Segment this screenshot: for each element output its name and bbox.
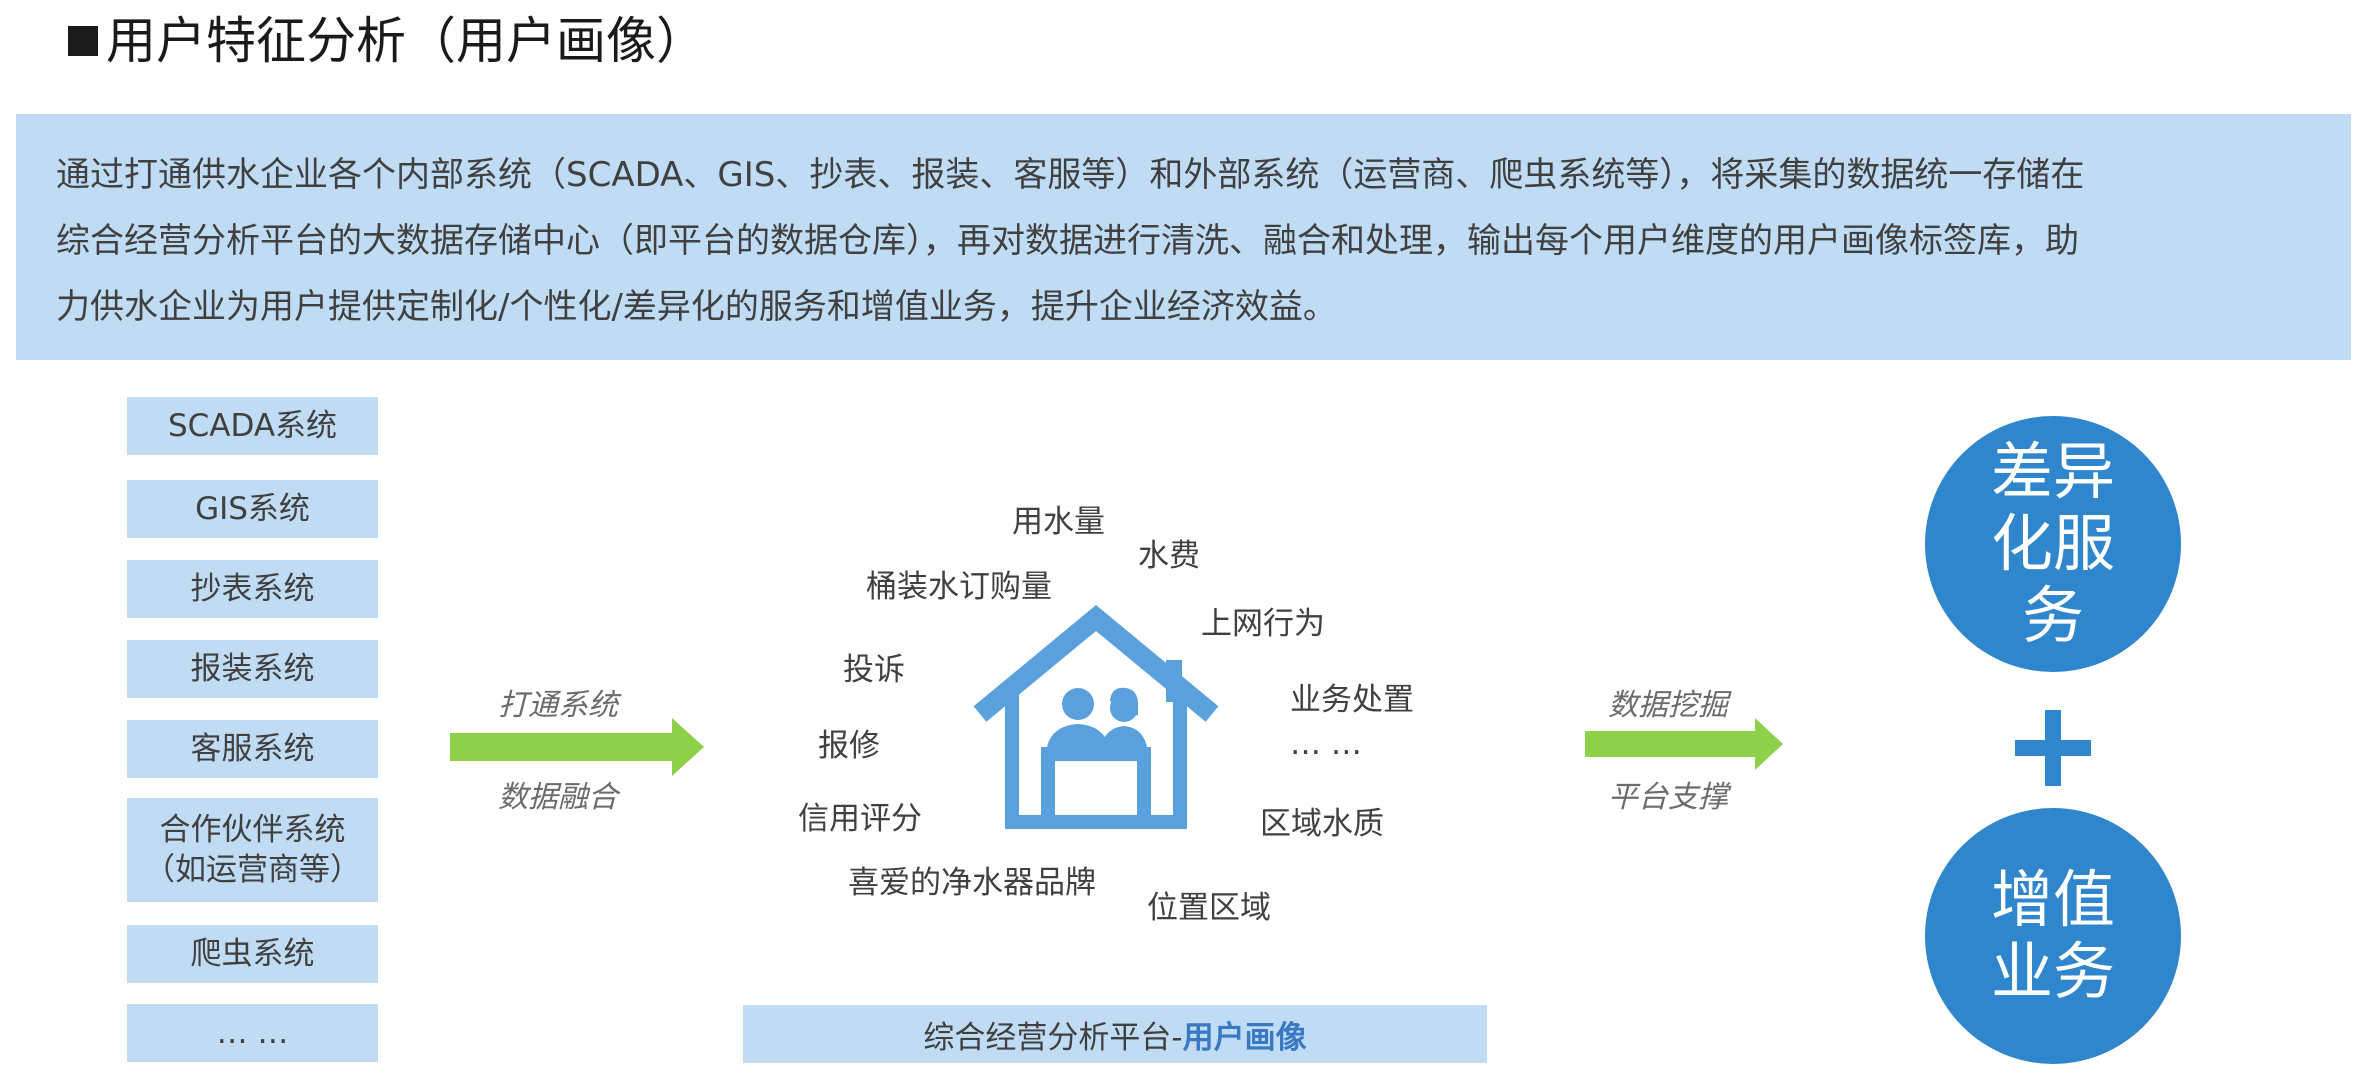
plus-icon: [2015, 710, 2091, 786]
tag-online-behavior: 上网行为: [1201, 606, 1325, 642]
system-box-partner: 合作伙伴系统 （如运营商等）: [127, 798, 378, 902]
tag-repair: 报修: [818, 728, 880, 764]
circle-top-line-2: 化服: [1990, 507, 2115, 580]
right-arrow-icon: [1585, 718, 1783, 770]
platform-highlight: 用户画像: [1182, 1019, 1307, 1056]
right-arrow-bottom-label: 平台支撑: [1608, 780, 1728, 815]
system-label: GIS系统: [195, 491, 310, 527]
system-box-meter-reading: 抄表系统: [127, 560, 378, 618]
circle-bottom-line-2: 业务: [1990, 935, 2115, 1008]
tag-water-fee: 水费: [1138, 538, 1200, 574]
circle-bottom-line-1: 增值: [1990, 863, 2115, 936]
left-arrow-bottom-label: 数据融合: [498, 780, 618, 815]
tag-credit-score: 信用评分: [798, 801, 922, 837]
tag-ellipsis: … …: [1290, 726, 1362, 762]
system-label: … …: [216, 1015, 289, 1051]
system-box-installation: 报装系统: [127, 640, 378, 698]
right-arrow-top-label: 数据挖掘: [1608, 688, 1728, 723]
house-users-icon: [973, 605, 1219, 829]
tag-regional-water-quality: 区域水质: [1260, 806, 1384, 842]
description-line-1: 通过打通供水企业各个内部系统（SCADA、GIS、抄表、报装、客服等）和外部系统…: [56, 155, 2085, 195]
system-label: 爬虫系统: [190, 936, 315, 972]
platform-prefix: 综合经营分析平台-: [923, 1019, 1183, 1056]
description-line-3: 力供水企业为用户提供定制化/个性化/差异化的服务和增值业务，提升企业经济效益。: [56, 287, 1337, 327]
system-label: 报装系统: [190, 651, 315, 687]
tag-barreled-water: 桶装水订购量: [866, 569, 1052, 605]
circle-top-line-3: 务: [2021, 579, 2084, 652]
tag-business-handling: 业务处置: [1290, 682, 1414, 718]
circle-top-line-1: 差异: [1990, 435, 2115, 508]
title-square-bullet: [68, 26, 98, 56]
tag-favorite-purifier: 喜爱的净水器品牌: [848, 865, 1096, 901]
page-title: 用户特征分析（用户画像）: [68, 6, 706, 76]
description-line-2: 综合经营分析平台的大数据存储中心（即平台的数据仓库），再对数据进行清洗、融合和处…: [56, 221, 2079, 261]
system-box-customer-service: 客服系统: [127, 720, 378, 778]
circle-value-added-business: 增值 业务: [1925, 808, 2181, 1064]
system-label-line-1: 合作伙伴系统: [159, 812, 346, 848]
left-arrow-icon: [450, 718, 704, 776]
system-label: SCADA系统: [167, 408, 338, 444]
platform-bar: 综合经营分析平台-用户画像: [743, 1005, 1487, 1063]
tag-complaint: 投诉: [843, 652, 905, 688]
tag-water-usage: 用水量: [1012, 504, 1105, 540]
system-box-gis: GIS系统: [127, 480, 378, 538]
system-box-crawler: 爬虫系统: [127, 925, 378, 983]
tag-location-area: 位置区域: [1147, 890, 1271, 926]
system-box-scada: SCADA系统: [127, 397, 378, 455]
system-label-line-2: （如运营商等）: [144, 852, 361, 888]
system-label: 客服系统: [190, 731, 315, 767]
system-box-more: … …: [127, 1004, 378, 1062]
system-label: 抄表系统: [190, 571, 315, 607]
circle-differentiated-service: 差异 化服 务: [1925, 416, 2181, 672]
left-arrow-top-label: 打通系统: [498, 688, 618, 723]
description-box: 通过打通供水企业各个内部系统（SCADA、GIS、抄表、报装、客服等）和外部系统…: [16, 114, 2351, 360]
page-title-text: 用户特征分析（用户画像）: [106, 12, 706, 70]
